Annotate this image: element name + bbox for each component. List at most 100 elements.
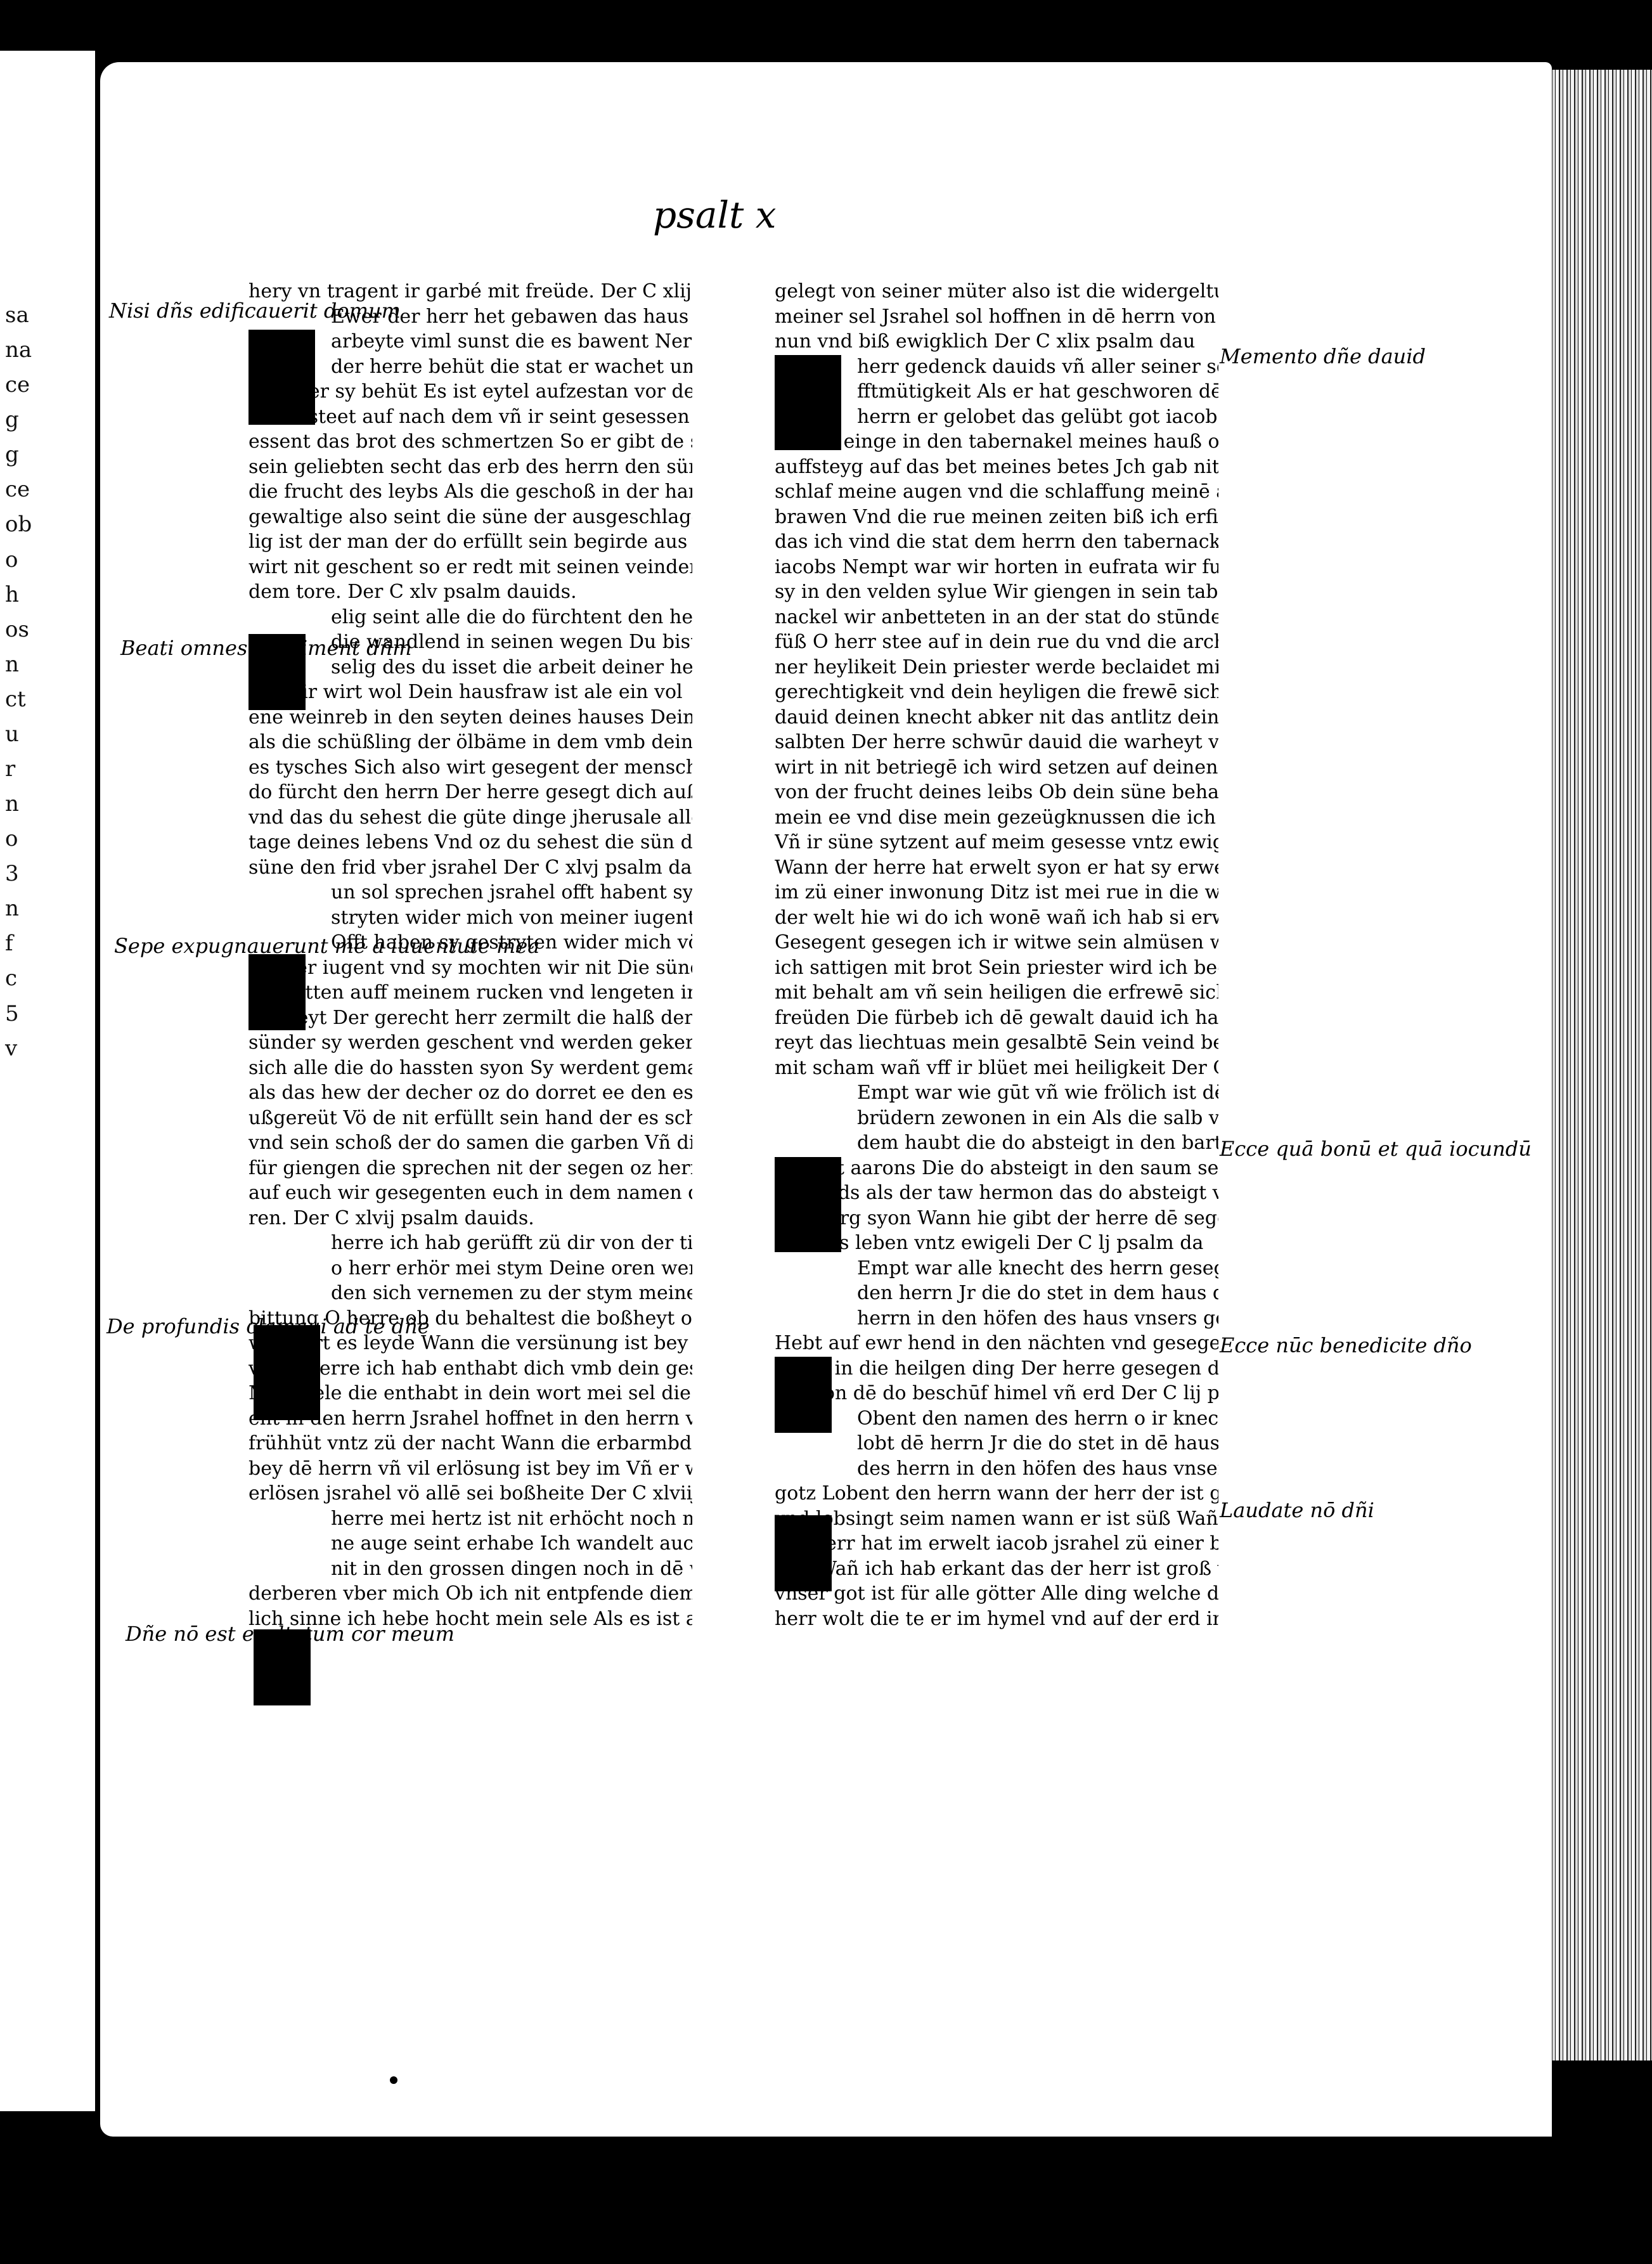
initial-D — [254, 1325, 320, 1420]
text-line: herr wolt die te er im hymel vnd auf der… — [775, 1607, 1218, 1630]
text-line: ung Wañ ich hab erkant das der herr ist … — [775, 1557, 1218, 1580]
text-line: ne auge seint erhabe Ich wandelt auch — [331, 1532, 692, 1555]
prev-page-fragment: h — [5, 581, 19, 607]
text-line: den sich vernemen zu der stym meiner — [331, 1282, 692, 1304]
text-line: boßheyt Der gerecht herr zermilt die hal… — [248, 1006, 692, 1029]
text-line: tage deines lebens Vnd oz du sehest die … — [248, 831, 692, 853]
prev-page-fragment: g — [5, 407, 19, 433]
text-line: mein ee vnd dise mein gezeügknussen die … — [775, 806, 1218, 829]
text-line: erlösen jsrahel vö allē sei boßheite Der… — [248, 1482, 692, 1504]
text-line: Empt war alle knecht des herrn gesegent — [857, 1257, 1218, 1279]
text-line: süne den frid vber jsrahel Der C xlvj ps… — [248, 856, 692, 879]
text-line: Wann der herre hat erwelt syon er hat sy… — [775, 856, 1218, 879]
initial-N — [248, 330, 315, 425]
text-line: bittung O herre ob du behaltest die boßh… — [248, 1307, 692, 1329]
text-line: sy in den velden sylue Wir giengen in se… — [775, 581, 1218, 603]
text-line: der welt hie wi do ich wonē wañ ich hab … — [775, 906, 1218, 929]
text-line: vnd lobsingt seim namen wann er ist süß … — [775, 1507, 1218, 1530]
text-line: Hebt auf ewr hend in den nächten vnd ges… — [775, 1332, 1218, 1354]
text-line: liecht steet auf nach dem vñ ir seint ge… — [248, 405, 692, 428]
text-line: des herrn in den höfen des haus vnsers — [857, 1457, 1218, 1480]
running-header: psalt x — [653, 193, 777, 236]
text-line: schmitten auff meinem rucken vnd lengete… — [248, 981, 692, 1004]
initial-N4 — [775, 1357, 832, 1433]
marginal-note-6: Memento dñe dauid — [1220, 344, 1426, 368]
text-line: hery vn tragent ir garbé mit freüde. Der… — [248, 280, 692, 302]
text-line: iacobs Nempt war wir horten in eufrata w… — [775, 555, 1218, 578]
text-line: ußgereüt Vö de nit erfüllt sein hand der… — [248, 1106, 692, 1129]
text-line: die wandlend in seinen wegen Du bist — [331, 631, 692, 653]
text-line: sünder sy werden geschent vnd werden gek… — [248, 1032, 692, 1054]
prev-page-fragment: n — [5, 896, 19, 922]
text-line: es tysches Sich also wirt gesegent der m… — [248, 756, 692, 779]
prev-page-fragment: 3 — [5, 861, 19, 887]
text-line: Ob ich einge in den tabernakel meines ha… — [775, 430, 1218, 453]
initial-L — [775, 1515, 832, 1591]
text-line: herrn in den höfen des haus vnsers gotz — [857, 1307, 1218, 1329]
text-line: ner heylikeit Dein priester werde beclai… — [775, 656, 1218, 678]
text-line: derberen vber mich Ob ich nit entpfende … — [248, 1582, 692, 1605]
marginal-note-2: Beati omnes qui timent dñm — [120, 636, 412, 660]
text-line: dauid deinen knecht abker nit das antlit… — [775, 706, 1218, 728]
initial-N3 — [775, 1157, 841, 1252]
marginal-note-1: Nisi dñs edificauerit domum — [109, 299, 401, 323]
text-line: mit behalt am vñ sein heiligen die erfre… — [775, 981, 1218, 1004]
right-text-column: gelegt von seiner müter also ist die wid… — [775, 279, 1218, 1631]
prev-page-fragment: n — [5, 651, 19, 677]
text-line: von der frucht deines leibs Ob dein süne… — [775, 781, 1218, 803]
text-line: schlaf meine augen vnd die schlaffung me… — [775, 481, 1218, 503]
prev-page-fragment: na — [5, 337, 32, 363]
text-line: vnd das du sehest die güte dinge jherusa… — [248, 806, 692, 829]
prev-page-fragment: o — [5, 826, 18, 852]
text-line: die frucht des leybs Als die geschoß in … — [248, 481, 692, 503]
text-line: der herre behüt die stat er wachet umb — [331, 355, 692, 378]
text-line: un sol sprechen jsrahel offt habent sy g… — [331, 881, 692, 903]
text-line: den herrn Jr die do stet in dem haus des — [857, 1282, 1218, 1304]
text-line: frühhüt vntz zü der nacht Wann die erbar… — [248, 1432, 692, 1454]
marginal-note-3: Sepe expugnauerunt me a iuuentute mea — [114, 934, 540, 958]
text-line: ren. Der C xlvij psalm dauids. — [248, 1206, 534, 1229]
text-line: fftmütigkeit Als er hat geschworen dē — [857, 380, 1218, 403]
prev-page-fragment: u — [5, 721, 19, 747]
text-line: meiner sel Jsrahel sol hoffnen in dē her… — [775, 305, 1218, 328]
text-line: Obent den namen des herrn o ir knechte — [857, 1407, 1218, 1430]
text-line: dem haubt die do absteigt in den bart in — [857, 1132, 1218, 1154]
text-line: selig des du isset die arbeit deiner hen… — [331, 656, 692, 678]
prev-page-fragment: v — [5, 1035, 18, 1061]
text-line: brawen Vnd die rue meinen zeiten biß ich… — [775, 505, 1218, 528]
prev-page-fragment: ce — [5, 477, 30, 503]
text-line: Empt war wie gūt vñ wie frölich ist dē — [857, 1082, 1218, 1104]
text-line: Ewer der herr het gebawen das haus sy — [331, 305, 692, 328]
initial-D2 — [254, 1629, 311, 1705]
text-line: das ich vind die stat dem herrn den tabe… — [775, 531, 1218, 553]
text-line: herre mei hertz ist nit erhöcht noch mei — [331, 1507, 692, 1530]
text-line: vnd sein schoß der do samen die garben V… — [248, 1132, 692, 1154]
text-line: dem tore. Der C xlv psalm dauids. — [248, 581, 577, 603]
text-line: füß O herr stee auf in dein rue du vnd d… — [775, 631, 1218, 653]
text-line: ene weinreb in den seyten deines hauses … — [248, 706, 692, 728]
prev-page-fragment: ct — [5, 686, 26, 712]
text-line: dē bart aarons Die do absteigt in den sa… — [775, 1156, 1218, 1179]
text-line: herrn in die heilgen ding Der herre gese… — [775, 1357, 1218, 1380]
prev-page-fragment: g — [5, 442, 19, 468]
text-line: sein geliebten secht das erb des herrn d… — [248, 455, 692, 478]
ink-dot — [390, 2076, 397, 2084]
text-line: Vñ ir süne sytzent auf meim gesesse vntz… — [775, 831, 1218, 853]
text-line: freüden Die fürbeb ich dē gewalt dauid i… — [775, 1006, 1218, 1029]
marginal-note-5: Dñe nō est exaltatum cor meum — [126, 1622, 455, 1646]
text-line: Gesegent gesegen ich ir witwe sein almüs… — [775, 931, 1218, 954]
text-line: herre ich hab gerüfft zü dir von der tie… — [331, 1232, 692, 1254]
text-line: ent in den herrn Jsrahel hoffnet in den … — [248, 1407, 692, 1430]
text-line: wirt nit geschent so er redt mit seinen … — [248, 555, 692, 578]
prev-page-fragment: 5 — [5, 1000, 19, 1026]
text-line: den berg syon Wann hie gibt der herre dē… — [775, 1206, 1218, 1229]
marginal-note-9: Laudate nō dñi — [1220, 1498, 1374, 1522]
text-line: bey dē herrn vñ vil erlösung ist bey im … — [248, 1457, 692, 1480]
prev-page-fragment: ob — [5, 512, 32, 538]
text-line: als das hew der decher oz do dorret ee d… — [248, 1082, 692, 1104]
text-line: lich sinne ich hebe hocht mein sele Als … — [248, 1607, 692, 1630]
text-line: stryten wider mich von meiner iugent — [331, 906, 692, 929]
marginal-note-8: Ecce nūc benedicite dño — [1220, 1333, 1472, 1357]
text-line: Mein sele die enthabt in dein wort mei s… — [248, 1382, 692, 1404]
